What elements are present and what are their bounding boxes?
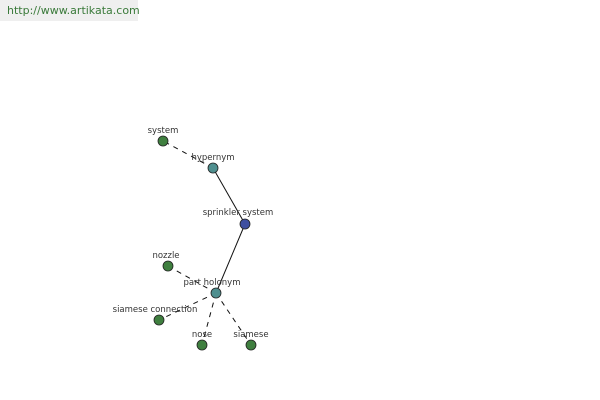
node-siamese-connection[interactable] <box>153 314 165 326</box>
source-url[interactable]: http://www.artikata.com <box>0 0 140 21</box>
node-label-system[interactable]: system <box>148 126 179 136</box>
node-nose[interactable] <box>196 339 208 351</box>
nodes-layer <box>153 135 257 351</box>
node-label-siamese[interactable]: siamese <box>233 330 268 340</box>
edge-sprinkler-system-to-part-holonym <box>215 223 246 294</box>
edge-part-holonym-to-nose <box>201 292 217 346</box>
node-hypernym[interactable] <box>207 162 219 174</box>
edges-layer <box>158 140 252 346</box>
node-label-part-holonym[interactable]: part holonym <box>184 278 241 288</box>
node-siamese[interactable] <box>245 339 257 351</box>
edge-part-holonym-to-siamese <box>215 292 252 346</box>
edge-sprinkler-system-to-hypernym <box>212 167 246 225</box>
node-label-siamese-connection[interactable]: siamese connection <box>113 305 198 315</box>
node-nozzle[interactable] <box>162 260 174 272</box>
node-label-hypernym[interactable]: hypernym <box>191 153 234 163</box>
node-label-sprinkler-system[interactable]: sprinkler system <box>203 208 274 218</box>
node-label-nose[interactable]: nose <box>192 330 212 340</box>
node-sprinkler-system[interactable] <box>239 218 251 230</box>
node-part-holonym[interactable] <box>210 287 222 299</box>
edge-part-holonym-to-siamese-connection <box>158 292 217 321</box>
node-label-nozzle[interactable]: nozzle <box>152 251 179 261</box>
labels-layer: sprinkler system hypernym system part holon… <box>113 126 274 340</box>
node-system[interactable] <box>157 135 169 147</box>
